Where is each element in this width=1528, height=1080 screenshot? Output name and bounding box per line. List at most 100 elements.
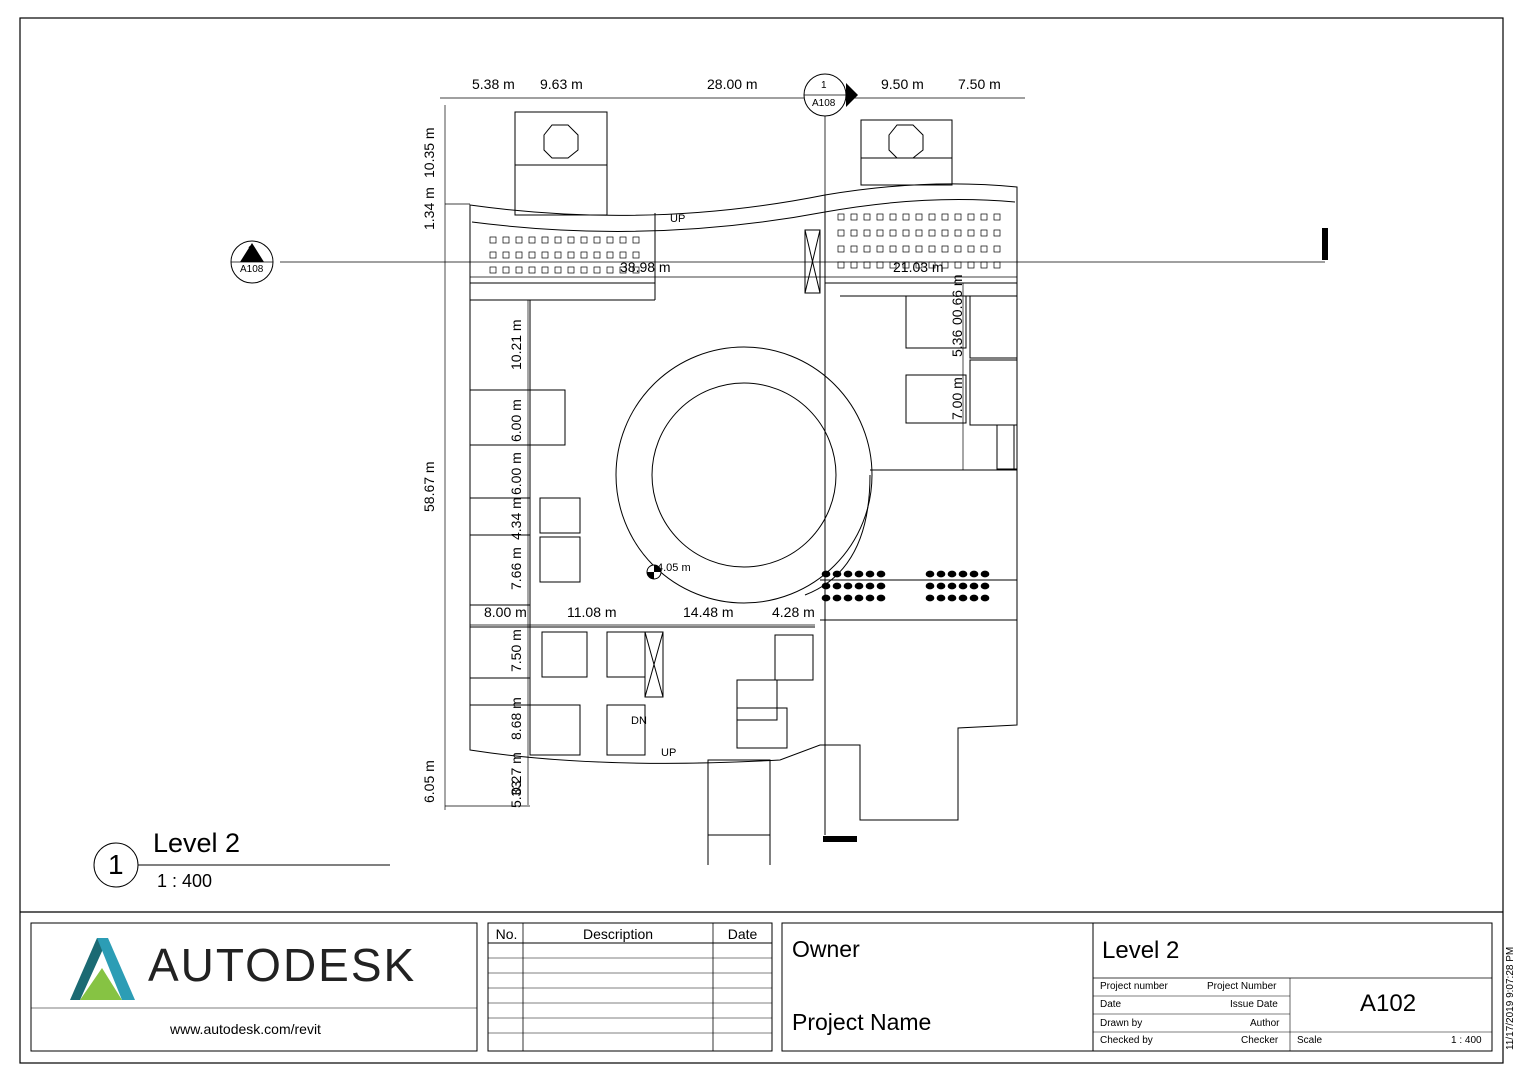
dim-inner-6: 4.34 m [508,497,524,540]
dim-left-4: 6.05 m [421,760,437,803]
seat [993,213,1001,221]
seat [889,213,897,221]
seat [554,251,562,259]
seat [915,245,923,253]
seat [489,266,497,274]
dim-inner-1: 38.98 m [620,259,671,275]
seat [993,229,1001,237]
seat [876,594,886,602]
building-outline [469,111,1018,865]
seat [606,236,614,244]
logo-panel [30,922,478,1052]
seat [850,245,858,253]
seat [837,229,845,237]
dim-left-2: 1.34 m [421,187,437,230]
section-mark-end-2 [823,836,857,842]
seat [889,229,897,237]
section-mark-end [1322,228,1328,260]
seat [843,570,853,578]
view-number: 1 [108,849,124,880]
seat [832,582,842,590]
field-value-checked-by: Checker [1241,1035,1279,1046]
company-name: AUTODESK [148,939,417,991]
stair-up-label: UP [670,213,686,225]
seat [980,582,990,590]
seat [632,266,640,274]
seat [554,236,562,244]
seat [502,251,510,259]
seat [902,229,910,237]
print-timestamp: 11/17/2019 9:07:28 PM [1505,946,1516,1050]
seat [876,570,886,578]
seat [947,594,957,602]
seat [980,594,990,602]
seat [876,213,884,221]
seat [889,245,897,253]
seat [902,213,910,221]
seat [821,582,831,590]
seat [619,266,627,274]
seat [980,261,988,269]
section-2-sheet: A108 [240,264,264,275]
seat [863,229,871,237]
seat [515,251,523,259]
seat [958,582,968,590]
seat [980,213,988,221]
seat [502,266,510,274]
seat [941,213,949,221]
section-marker-1 [803,73,858,117]
view-scale: 1 : 400 [157,871,213,891]
owner-label: Owner [792,936,860,962]
seat [843,594,853,602]
seat [541,251,549,259]
seat [947,570,957,578]
seat [876,245,884,253]
seat [915,213,923,221]
seat [502,236,510,244]
seat [528,236,536,244]
seat [850,229,858,237]
section-lines [280,90,1325,835]
seat [958,594,968,602]
dim-top-2: 9.63 m [540,76,583,92]
seat [936,594,946,602]
seat [837,213,845,221]
seat [967,261,975,269]
seat [928,213,936,221]
seat [967,245,975,253]
sheet-border [19,17,1504,1064]
dim-inner-11: 4.28 m [772,604,815,620]
revision-table [487,922,773,1052]
seat [925,570,935,578]
dim-top-3: 28.00 m [707,76,758,92]
seat [541,236,549,244]
field-label-drawn-by: Drawn by [1100,1018,1143,1029]
seat [632,251,640,259]
section-2-number: 2 [248,245,254,256]
seat [554,266,562,274]
seat [928,229,936,237]
seat [593,236,601,244]
seat [837,261,845,269]
seat [941,245,949,253]
seat [969,594,979,602]
autodesk-logo-icon [70,938,135,1000]
seat [925,582,935,590]
seat [980,245,988,253]
field-value-date: Issue Date [1230,999,1278,1010]
seat [850,213,858,221]
seat [580,251,588,259]
seat [954,213,962,221]
field-label-checked-by: Checked by [1100,1035,1153,1046]
seat [954,245,962,253]
seat [993,245,1001,253]
seat [865,582,875,590]
project-name: Project Name [792,1009,932,1035]
field-value-drawn-by: Author [1250,1018,1280,1029]
dim-inner-2: 21.03 m [893,259,944,275]
seat [954,261,962,269]
dim-inner-17: 5.36 [949,329,965,357]
rev-header-no: No. [495,926,518,942]
seat [863,245,871,253]
